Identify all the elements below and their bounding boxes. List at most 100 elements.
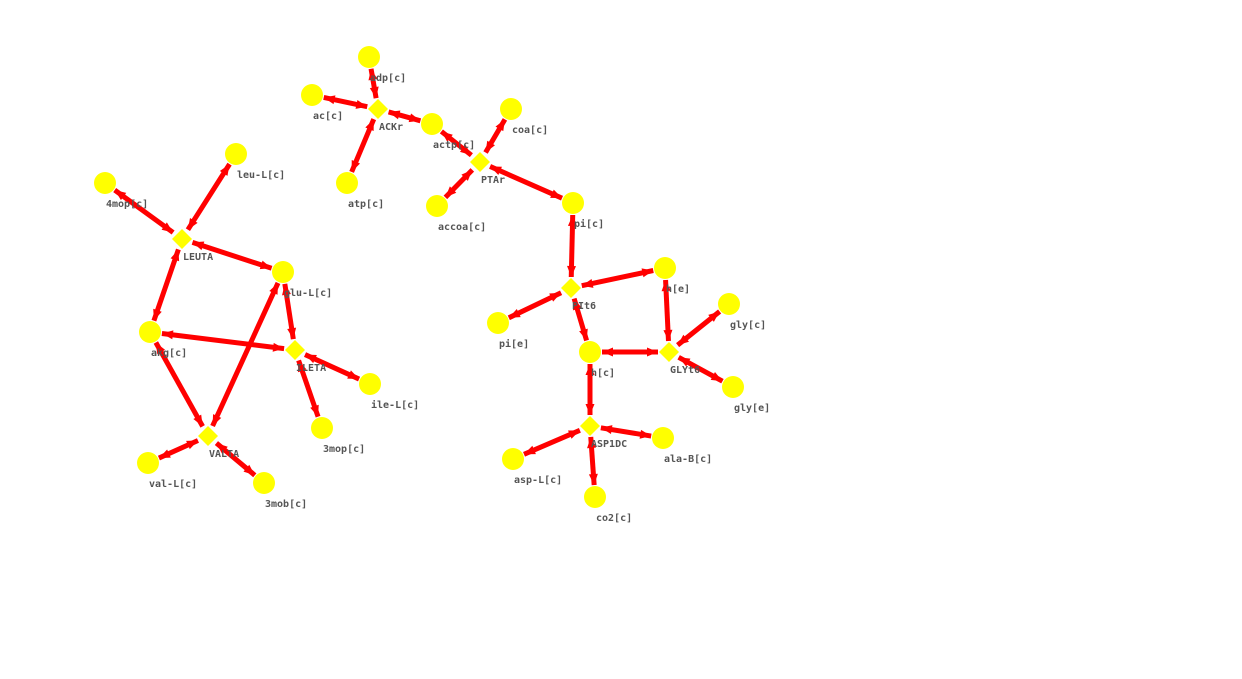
- reaction-label: PTAr: [481, 175, 505, 186]
- reaction-node-ACKr[interactable]: [368, 99, 388, 119]
- edge-ASP1DC-alaB_c: [600, 425, 652, 439]
- metabolite-node-atp_c[interactable]: [336, 172, 358, 194]
- edge-VALTA-val_c: [157, 438, 199, 461]
- arrowhead: [661, 279, 671, 292]
- metabolite-node-coa_c[interactable]: [500, 98, 522, 120]
- arrowhead: [187, 218, 198, 230]
- metabolite-label: pi[e]: [499, 338, 529, 350]
- metabolite-label: h[c]: [591, 368, 615, 379]
- metabolite-node-glu_c[interactable]: [272, 261, 294, 283]
- edge-ACKr-actp_c: [387, 109, 422, 124]
- arrowhead: [161, 222, 174, 233]
- metabolite-label: 3mob[c]: [265, 499, 307, 510]
- arrowhead: [297, 360, 307, 373]
- metabolite-node-alaB_c[interactable]: [652, 427, 674, 449]
- metabolite-node-accoa_c[interactable]: [426, 195, 448, 217]
- arrowhead: [219, 164, 230, 176]
- arrowhead: [323, 95, 336, 105]
- arrowhead: [365, 119, 374, 132]
- metabolite-node-co2_c[interactable]: [584, 486, 606, 508]
- reaction-node-ILETA[interactable]: [285, 340, 305, 360]
- arrowhead: [490, 166, 502, 175]
- metabolite-node-3mop_c[interactable]: [311, 417, 333, 439]
- metabolite-label: h[e]: [666, 284, 690, 295]
- metabolite-label: atp[c]: [348, 199, 384, 210]
- edge-VALTA-akg_c: [153, 341, 205, 428]
- metabolite-node-pi_c[interactable]: [562, 192, 584, 214]
- arrowhead: [155, 342, 166, 355]
- reaction-node-PIt6[interactable]: [561, 278, 581, 298]
- arrowhead: [485, 140, 495, 153]
- arrowhead: [408, 113, 421, 123]
- arrowhead: [216, 443, 228, 454]
- metabolite-node-adp_c[interactable]: [358, 46, 380, 68]
- reaction-node-LEUTA[interactable]: [172, 229, 192, 249]
- edge-PIt6-h_e: [581, 268, 654, 289]
- arrowhead: [550, 189, 563, 199]
- arrowhead: [647, 347, 658, 357]
- arrowhead: [272, 342, 285, 352]
- arrowhead: [269, 282, 279, 295]
- edge-VALTA-3mob_c: [214, 441, 257, 478]
- metabolite-label: co2[c]: [596, 513, 632, 524]
- arrowhead: [347, 370, 360, 380]
- metabolite-node-4mop_c[interactable]: [94, 172, 116, 194]
- metabolite-node-actp_c[interactable]: [421, 113, 443, 135]
- arrowhead: [641, 268, 654, 278]
- metabolite-node-pi_e[interactable]: [487, 312, 509, 334]
- reaction-label: PIt6: [572, 301, 596, 312]
- edge-PIt6-pi_e: [507, 290, 563, 321]
- edge-ILETA-3mop_c: [296, 359, 321, 418]
- arrowhead: [585, 404, 595, 415]
- arrowhead: [567, 214, 577, 227]
- edge-PTAr-pi_c: [489, 164, 564, 201]
- edge-ACKr-adp_c: [368, 68, 379, 99]
- reaction-label: ILETA: [296, 363, 326, 374]
- arrowhead: [287, 327, 297, 340]
- metabolite-node-gly_c[interactable]: [718, 293, 740, 315]
- arrowhead: [549, 292, 562, 302]
- reaction-label: ACKr: [379, 122, 403, 133]
- metabolite-node-h_c[interactable]: [579, 341, 601, 363]
- edge-layer: [113, 68, 724, 486]
- metabolite-label: asp-L[c]: [514, 475, 562, 486]
- metabolite-node-gly_e[interactable]: [722, 376, 744, 398]
- reaction-node-GLYt6[interactable]: [659, 342, 679, 362]
- arrowhead: [161, 330, 174, 340]
- metabolite-label: glu-L[c]: [284, 288, 332, 299]
- edge-ACKr-atp_c: [349, 118, 377, 173]
- arrowhead: [678, 357, 691, 367]
- metabolite-node-ac_c[interactable]: [301, 84, 323, 106]
- edge-PTAr-accoa_c: [443, 168, 475, 200]
- arrowhead: [368, 68, 378, 81]
- arrowhead: [567, 265, 577, 278]
- metabolite-label: pi[c]: [574, 218, 604, 230]
- reaction-node-VALTA[interactable]: [198, 426, 218, 446]
- arrowhead: [639, 429, 652, 439]
- arrowhead: [508, 308, 521, 318]
- arrowhead: [114, 190, 127, 201]
- metabolite-label: ala-B[c]: [664, 454, 712, 465]
- metabolite-node-akg_c[interactable]: [139, 321, 161, 343]
- arrowhead: [708, 311, 720, 322]
- arrowhead: [663, 329, 673, 342]
- arrowhead: [568, 430, 580, 439]
- metabolite-node-leu_c[interactable]: [225, 143, 247, 165]
- arrowhead: [441, 131, 453, 142]
- reaction-label: GLYt6: [670, 365, 700, 376]
- edge-GLYt6-gly_e: [677, 355, 724, 384]
- arrowhead: [153, 308, 162, 321]
- reaction-node-PTAr[interactable]: [470, 152, 490, 172]
- arrowhead: [192, 241, 205, 251]
- metabolite-node-ile_c[interactable]: [359, 373, 381, 395]
- reaction-node-ASP1DC[interactable]: [580, 416, 600, 436]
- metabolite-node-h_e[interactable]: [654, 257, 676, 279]
- metabolite-node-asp_c[interactable]: [502, 448, 524, 470]
- arrowhead: [243, 464, 255, 476]
- metabolite-node-val_c[interactable]: [137, 452, 159, 474]
- arrowhead: [355, 100, 368, 109]
- edge-ACKr-ac_c: [323, 95, 368, 110]
- edge-GLYt6-gly_c: [676, 309, 722, 348]
- arrowhead: [170, 249, 180, 262]
- metabolite-node-3mob_c[interactable]: [253, 472, 275, 494]
